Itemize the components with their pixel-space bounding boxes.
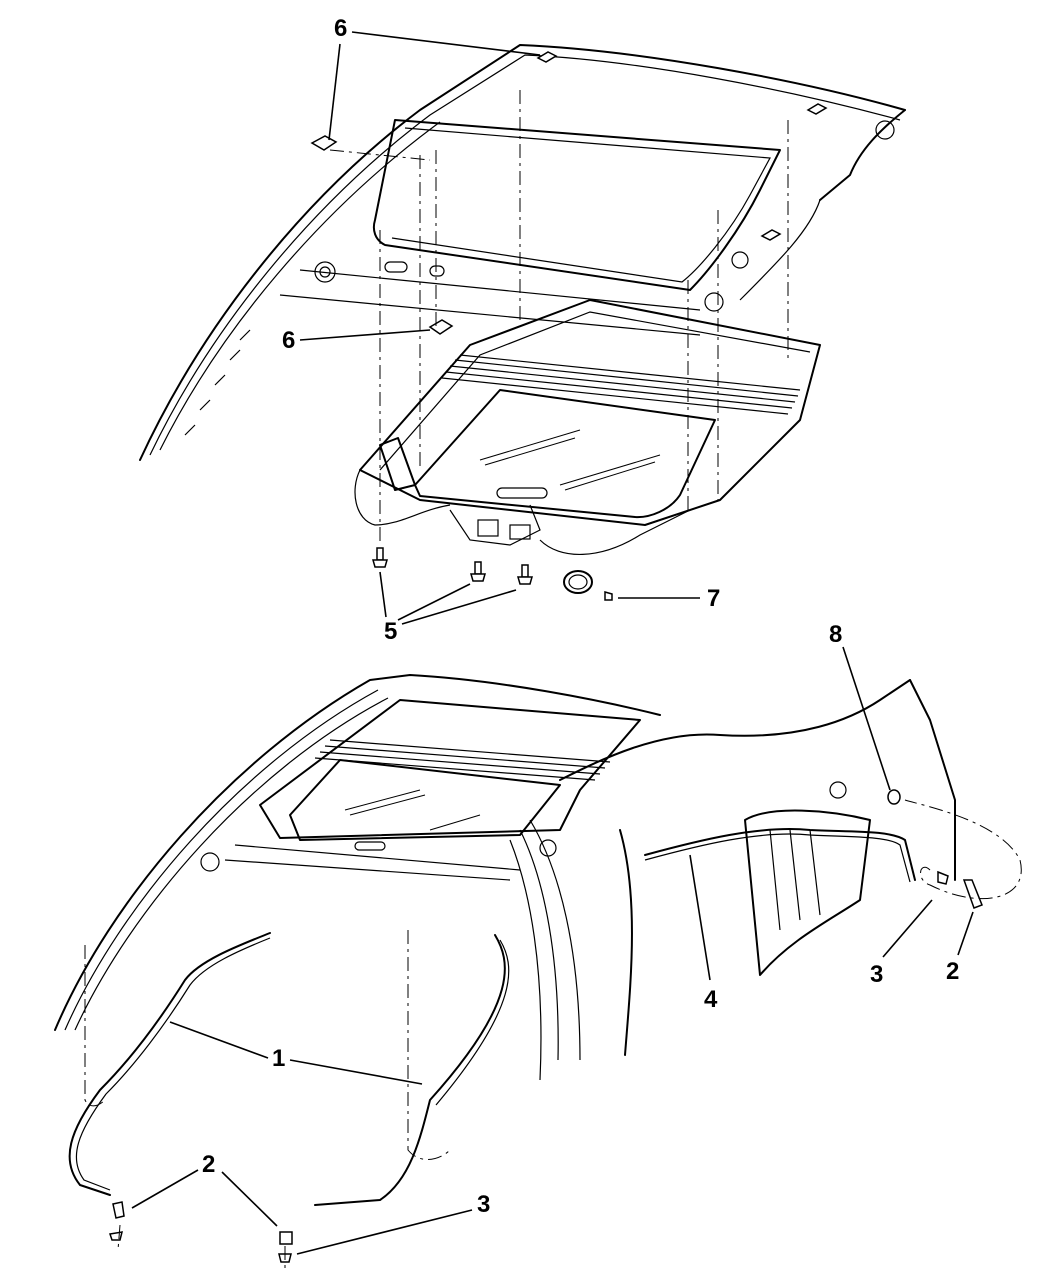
upper-roof-panel — [139, 44, 906, 461]
drain-hose-part-1 — [68, 932, 510, 1206]
callout-2-left: 2 — [202, 1151, 216, 1178]
callout-1: 1 — [272, 1045, 286, 1072]
upper-leader-lines — [299, 31, 700, 625]
harness-clip-part-7 — [563, 570, 613, 601]
lower-leader-lines — [131, 646, 974, 1255]
callout-3-left: 3 — [477, 1191, 491, 1218]
callout-8: 8 — [829, 621, 843, 648]
drain-hose-part-4 — [644, 828, 916, 883]
callout-5: 5 — [384, 618, 398, 645]
lower-install-lines — [84, 799, 1022, 1270]
callout-7: 7 — [707, 585, 721, 612]
callout-6-upper: 6 — [334, 15, 348, 42]
bolt-part-5 — [372, 547, 533, 585]
lower-roof-body — [54, 674, 956, 1081]
upper-install-lines — [329, 90, 789, 545]
callout-3-right: 3 — [870, 961, 884, 988]
sunroof-module — [354, 299, 821, 556]
bracket-part-6 — [310, 51, 828, 335]
callout-6-lower: 6 — [282, 327, 296, 354]
callout-4: 4 — [704, 986, 718, 1013]
callout-2-right: 2 — [946, 958, 960, 985]
